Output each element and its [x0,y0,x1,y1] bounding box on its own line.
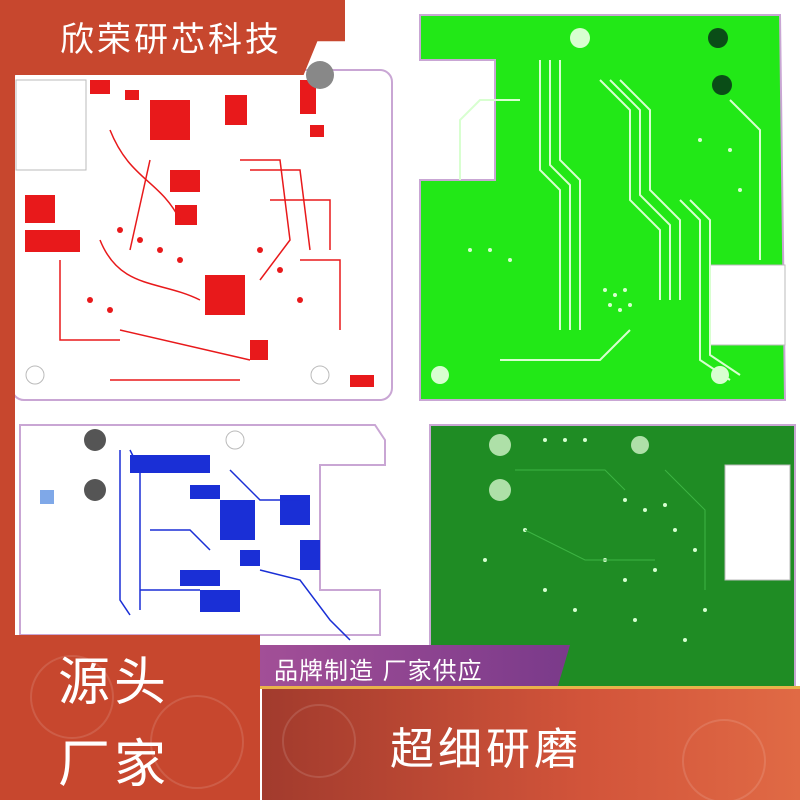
gold-divider [260,686,800,689]
source-factory-panel [0,635,260,800]
green-pcb-image [400,0,800,410]
brand-banner [0,0,345,75]
brand-name: 欣荣研芯科技 [60,20,282,60]
tag-line-1: 源头 [58,653,171,713]
slogan-text: 超细研磨 [390,724,582,775]
left-accent-bar [0,75,15,800]
purple-banner: 品牌制造 厂家供应 [260,645,570,687]
slogan-panel [262,689,800,803]
tag-line-2: 厂家 [58,735,171,795]
banner-text: 品牌制造 厂家供应 [274,657,483,685]
